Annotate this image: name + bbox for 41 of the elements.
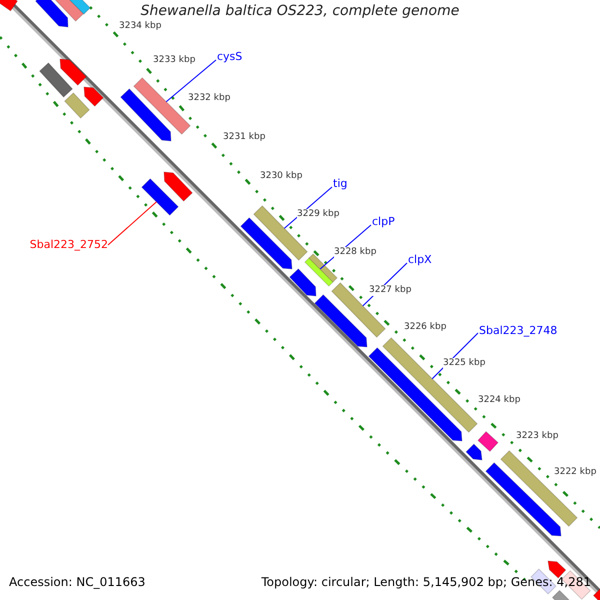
scale-label: 3231 kbp [223,132,266,143]
gene-label: tig [333,177,348,190]
gene-bar [141,178,179,216]
scale-label: 3227 kbp [369,285,412,296]
scale-label: 3229 kbp [297,209,340,220]
gene-label: clpP [372,215,395,228]
gene-label: Sbal223_2752 [30,238,108,251]
gene-feature [548,560,566,579]
gene-bar [477,431,499,452]
gene-feature [35,0,68,28]
scale-label: 3232 kbp [188,93,230,104]
scale-label: 3234 kbp [119,21,162,32]
gene-feature [240,217,292,270]
scale-label: 3230 kbp [260,171,302,182]
scale-label: 3222 kbp [554,467,596,478]
accession-text: Accession: NC_011663 [9,575,146,590]
gene-feature [60,58,87,86]
gene-bar [53,0,85,22]
gene-feature [466,444,482,460]
genome-info-text: Topology: circular; Length: 5,145,902 bp; Genes: 4,281 [261,575,591,590]
scale-label: 3224 kbp [478,395,520,406]
scale-label: 3226 kbp [404,322,446,333]
leader-line [166,60,216,102]
gene-bar [500,450,578,527]
gene-label: clpX [408,253,432,266]
gene-label: Sbal223_2748 [479,324,558,337]
gene-feature [120,88,172,142]
gene-feature [289,268,316,296]
gene-feature [84,86,104,107]
scale-label: 3228 kbp [334,247,376,258]
scale-label: 3225 kbp [443,358,486,369]
gene-feature [164,172,193,202]
gene-bar [39,62,73,98]
leader-line [108,201,157,246]
scale-label: 3233 kbp [153,55,196,66]
gene-feature [314,294,368,348]
title: Shewanella baltica OS223, complete genome [140,3,460,20]
scale-label: 3223 kbp [516,431,558,442]
gene-label: cysS [217,50,242,63]
gene-bar [0,0,18,12]
gene-bar [64,92,90,119]
